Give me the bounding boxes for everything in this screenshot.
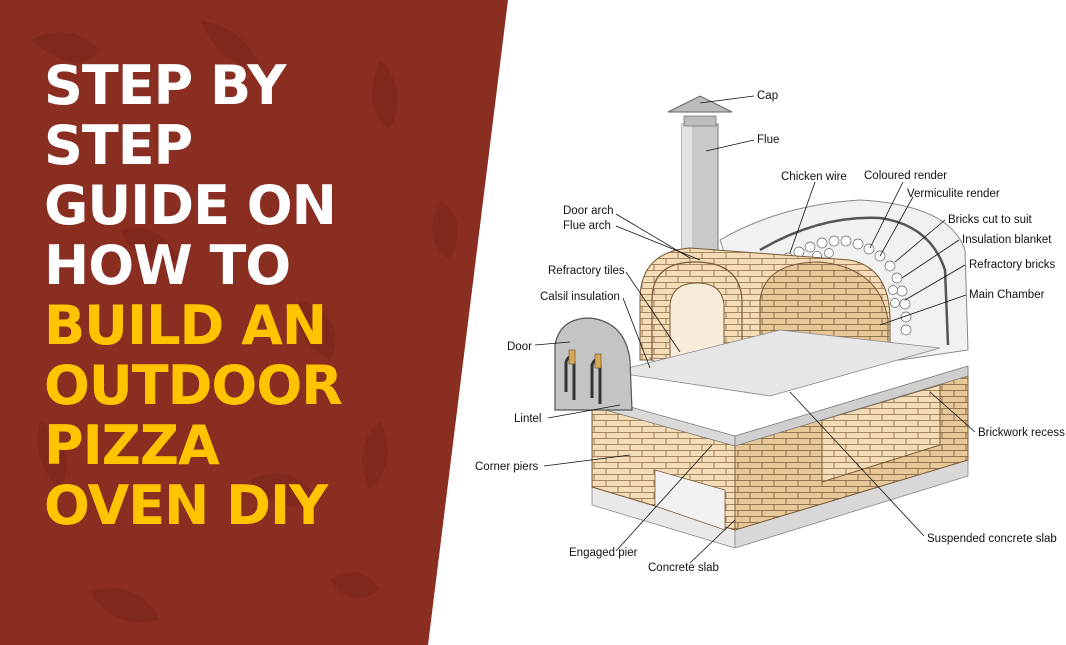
leader-lines: [534, 95, 976, 564]
label-engaged-pier: Engaged pier: [569, 547, 638, 559]
brick-base-illustration: [591, 365, 969, 531]
label-flue: Flue: [757, 134, 779, 146]
label-calsil-insulation: Calsil insulation: [540, 291, 620, 303]
label-door-arch: Door arch: [563, 205, 614, 217]
label-cap: Cap: [757, 90, 778, 102]
chimney-illustration: [667, 95, 733, 255]
label-refractory-bricks: Refractory bricks: [969, 259, 1056, 271]
label-door: Door: [507, 341, 532, 353]
red-panel: [0, 0, 508, 645]
suspended-slab-illustration: [611, 329, 941, 397]
label-corner-piers: Corner piers: [475, 461, 539, 473]
panel-texture: [30, 20, 458, 622]
headline-line-highlight: OUTDOOR: [44, 354, 343, 417]
headline-line-highlight: PIZZA: [44, 414, 220, 477]
headline-line: STEP: [44, 114, 193, 177]
oven-door-illustration: [554, 317, 633, 411]
label-refractory-tiles: Refractory tiles: [548, 265, 625, 277]
headline-line: STEP BY: [44, 54, 286, 117]
label-flue-arch: Flue arch: [563, 220, 611, 232]
label-vermiculite-render: Vermiculite render: [907, 188, 1000, 200]
label-main-chamber: Main Chamber: [969, 289, 1045, 301]
headline-line: HOW TO: [44, 234, 291, 297]
label-brickwork-recess: Brickwork recess: [978, 427, 1065, 439]
headline-line-highlight: OVEN DIY: [44, 474, 328, 537]
diagram-labels: Cap Flue Chicken wire Coloured render Ve…: [475, 90, 1065, 574]
label-suspended-concrete-slab: Suspended concrete slab: [927, 533, 1057, 545]
label-bricks-cut-to-suit: Bricks cut to suit: [948, 214, 1033, 226]
headline-line-highlight: BUILD AN: [44, 294, 327, 357]
label-insulation-blanket: Insulation blanket: [962, 234, 1052, 246]
label-concrete-slab: Concrete slab: [648, 562, 719, 574]
headline-title: STEP BY STEP GUIDE ON HOW TO BUILD AN OU…: [44, 54, 343, 537]
label-chicken-wire: Chicken wire: [781, 171, 847, 183]
headline-line: GUIDE ON: [44, 174, 337, 237]
label-lintel: Lintel: [514, 413, 542, 425]
label-coloured-render: Coloured render: [864, 170, 947, 182]
